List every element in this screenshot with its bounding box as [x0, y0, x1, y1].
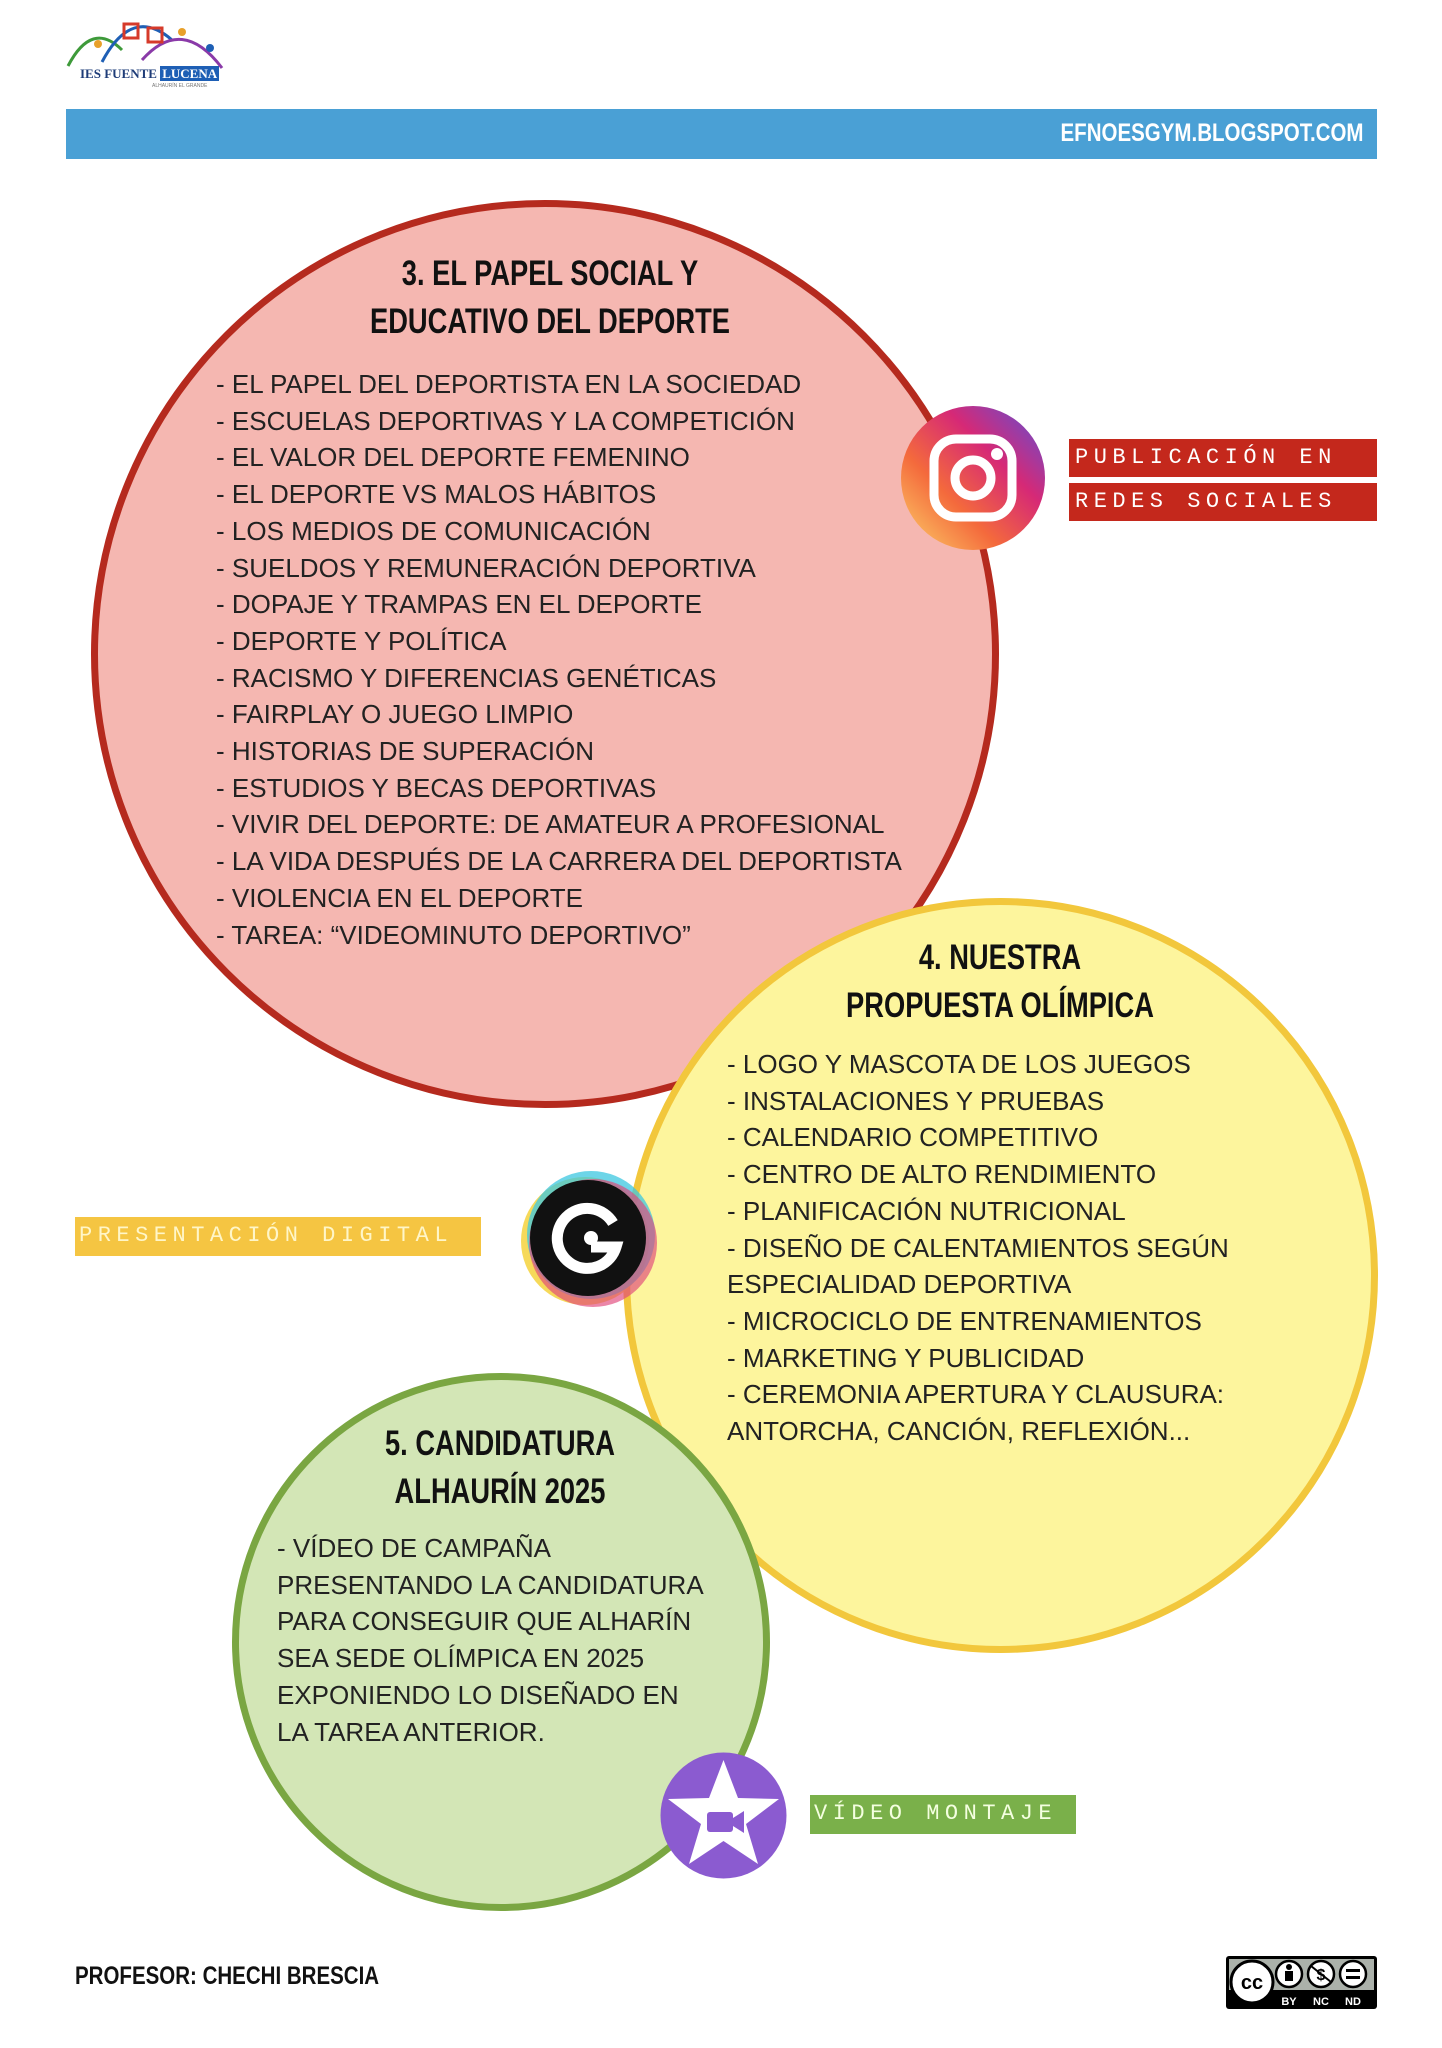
list-item: - LOS MEDIOS DE COMUNICACIÓN [216, 515, 651, 546]
list-item: - VÍDEO DE CAMPAÑA [277, 1533, 552, 1563]
svg-text:ND: ND [1345, 1996, 1361, 2008]
social-media-label: PUBLICACIÓN EN REDES SOCIALES [1069, 439, 1377, 527]
cc-icon [1229, 1959, 1275, 2005]
list-item: - VIOLENCIA EN EL DEPORTE [216, 882, 583, 913]
list-item: - RACISMO Y DIFERENCIAS GENÉTICAS [216, 662, 717, 693]
list-item: - EL DEPORTE VS MALOS HÁBITOS [216, 479, 657, 510]
list-item: - DOPAJE Y TRAMPAS EN EL DEPORTE [216, 589, 702, 620]
list-item: - CENTRO DE ALTO RENDIMIENTO [727, 1159, 1157, 1190]
list-item: LA TAREA ANTERIOR. [277, 1716, 545, 1747]
section-olympic-list: - LOGO Y MASCOTA DE LOS JUEGOS - INSTALAC… [727, 1046, 1229, 1450]
list-item: - VIVIR DEL DEPORTE: DE AMATEUR A PROFES… [216, 809, 885, 840]
nd-icon [1338, 1959, 1368, 1989]
list-item: - INSTALACIONES Y PRUEBAS [727, 1085, 1105, 1116]
imovie-icon[interactable] [660, 1752, 787, 1879]
list-item: PRESENTANDO LA CANDIDATURA [277, 1569, 704, 1600]
list-item: - ESCUELAS DEPORTIVAS Y LA COMPETICIÓN [216, 405, 795, 436]
section-candidacy-title: 5. CANDIDATURA ALHAURÍN 2025 [384, 1424, 616, 1511]
list-item: - SUELDOS Y REMUNERACIÓN DEPORTIVA [216, 552, 756, 583]
list-item: - EL PAPEL DEL DEPORTISTA EN LA SOCIEDAD [216, 369, 802, 399]
list-item: - HISTORIAS DE SUPERACIÓN [216, 736, 595, 767]
blog-url[interactable]: EFNOESGYM.BLOGSPOT.COM [1060, 119, 1363, 147]
header-band: EFNOESGYM.BLOGSPOT.COM [66, 109, 1377, 159]
list-item: - ESTUDIOS Y BECAS DEPORTIVAS [216, 772, 657, 803]
list-item: - LOGO Y MASCOTA DE LOS JUEGOS [727, 1049, 1191, 1079]
list-item: - MICROCICLO DE ENTRENAMIENTOS [727, 1305, 1202, 1336]
list-item: EXPONIENDO LO DISEÑADO EN [277, 1679, 679, 1710]
instagram-icon[interactable] [900, 405, 1046, 551]
list-item: ESPECIALIDAD DEPORTIVA [727, 1269, 1072, 1300]
svg-text:$: $ [1317, 1967, 1326, 1984]
section-candidacy-list: - VÍDEO DE CAMPAÑA PRESENTANDO LA CANDIDA… [277, 1530, 704, 1750]
cc-license-badge[interactable]: cc $ BY NC ND [1226, 1956, 1377, 2009]
school-logo: IES FUENTE LUCENA ALHAURÍN EL GRANDE [62, 10, 227, 90]
list-item: - TAREA: “VIDEOMINUTO DEPORTIVO” [216, 919, 691, 950]
list-item: - DEPORTE Y POLÍTICA [216, 625, 507, 656]
svg-text:BY: BY [1281, 1996, 1297, 2008]
genially-icon[interactable] [517, 1167, 659, 1309]
section-olympic-title: 4. NUESTRA PROPUESTA OLÍMPICA [846, 938, 1154, 1025]
list-item: - MARKETING Y PUBLICIDAD [727, 1342, 1085, 1373]
school-location: ALHAURÍN EL GRANDE [152, 83, 208, 89]
list-item: PARA CONSEGUIR QUE ALHARÍN [277, 1606, 692, 1637]
school-logo-icon [66, 22, 224, 69]
list-item: - DISEÑO DE CALENTAMIENTOS SEGÚN [727, 1232, 1229, 1263]
teacher-credit: PROFESOR: CHECHI BRESCIA [75, 1962, 380, 1990]
list-item: ANTORCHA, CANCIÓN, REFLEXIÓN... [727, 1416, 1191, 1447]
list-item: - EL VALOR DEL DEPORTE FEMENINO [216, 442, 690, 473]
list-item: - CEREMONIA APERTURA Y CLAUSURA: [727, 1379, 1225, 1410]
video-edit-label: VÍDEO MONTAJE [810, 1795, 1076, 1834]
digital-presentation-label: PRESENTACIÓN DIGITAL [75, 1217, 481, 1256]
section-social-list: - EL PAPEL DEL DEPORTISTA EN LA SOCIEDAD… [216, 366, 902, 953]
list-item: - LA VIDA DESPUÉS DE LA CARRERA DEL DEPO… [216, 846, 902, 877]
cc-text: cc [1241, 1972, 1263, 1994]
list-item: - PLANIFICACIÓN NUTRICIONAL [727, 1195, 1126, 1226]
school-name: IES FUENTE LUCENA [80, 66, 220, 81]
list-item: - FAIRPLAY O JUEGO LIMPIO [216, 699, 574, 730]
list-item: SEA SEDE OLÍMPICA EN 2025 [277, 1643, 645, 1674]
section-social-title: 3. EL PAPEL SOCIAL Y EDUCATIVO DEL DEPOR… [370, 254, 730, 341]
list-item: - CALENDARIO COMPETITIVO [727, 1122, 1099, 1153]
svg-text:NC: NC [1313, 1996, 1329, 2008]
